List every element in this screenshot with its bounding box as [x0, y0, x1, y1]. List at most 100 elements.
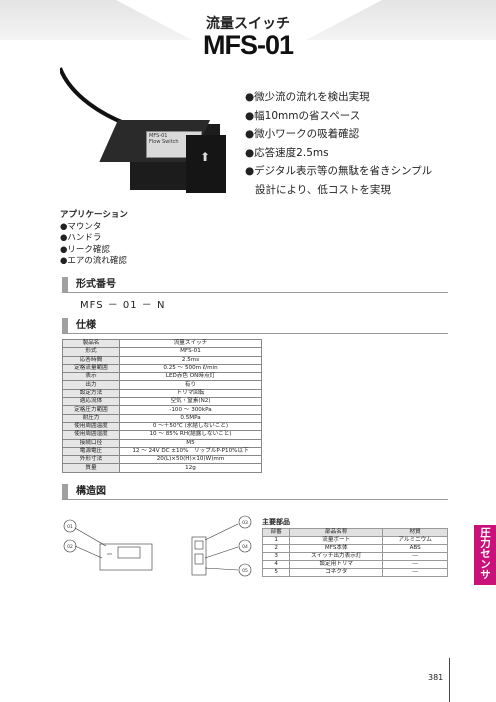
feature-item: ●デジタル表示等の無駄を省きシンプル [245, 165, 433, 177]
page-number: 381 [428, 673, 444, 682]
section-title: 仕様 [76, 320, 96, 331]
spec-key: 接続口径 [62, 438, 120, 448]
spec-value: 2.5ms [119, 355, 262, 365]
spec-value: -100 ～ 300kPa [119, 405, 262, 415]
parts-cell: 1 [261, 536, 291, 545]
spec-value: 10 ～ 85% RH(結露しないこと) [119, 430, 262, 440]
sensor-label-model: MFS-01 [149, 133, 168, 139]
spec-row: 出力有り [62, 380, 262, 390]
parts-header-cell: 材質 [382, 528, 448, 537]
spec-value: 20(L)×50(H)×10(W)mm [119, 455, 262, 465]
parts-cell: 4 [261, 560, 291, 569]
spec-value: LED赤色 ON時点灯 [119, 372, 262, 382]
feature-item-continued: 設計により、低コストを実現 [255, 183, 391, 196]
spec-key: 製品名 [62, 338, 120, 349]
spec-key: 定格圧力範囲 [62, 405, 120, 415]
feature-item: ●応答速度2.5ms [245, 146, 329, 159]
parts-cell: 2 [261, 544, 291, 553]
spec-row: 適応流体空気・窒素(N2) [62, 397, 262, 407]
application-item: ●リーク確認 [60, 244, 110, 255]
structure-diagram: 01 02 03 04 05 [63, 515, 252, 577]
feature-item: ●微小ワークの吸着確認 [245, 128, 360, 140]
callout-label: 03 [242, 520, 248, 526]
section-heading-model: 形式番号 [62, 277, 448, 293]
application-item: ●ハンドラ [60, 233, 102, 243]
parts-cell: ― [382, 552, 448, 561]
parts-cell: 設定用トリマ [289, 560, 384, 569]
header-triangle [116, 0, 382, 70]
parts-cell: MFS本体 [289, 544, 384, 553]
sensor-port-block [186, 135, 226, 193]
section-bar [62, 318, 68, 333]
spec-value: 12 ～ 24V DC ±10% リップルP-P10%以下 [119, 446, 262, 457]
parts-cell: ― [382, 560, 448, 569]
sensor-label-text: Flow Switch [149, 139, 179, 145]
spec-value: トリマ回転 [119, 388, 262, 399]
application-item: ●エアの流れ確認 [60, 256, 127, 266]
section-bar [62, 484, 68, 499]
application-list: アプリケーション ●マウンタ ●ハンドラ ●リーク確認 ●エアの流れ確認 [60, 210, 128, 268]
callout-label: 04 [242, 544, 248, 550]
spec-key: 設定方法 [62, 388, 120, 399]
spec-row: 定格圧力範囲-100 ～ 300kPa [62, 405, 262, 415]
section-title: 形式番号 [76, 279, 116, 290]
feature-item: ●微少流の流れを検出実現 [245, 91, 370, 103]
parts-cell: コネクタ [289, 568, 384, 577]
parts-cell: アルミニウム [382, 536, 448, 545]
flow-arrow-icon: ⬆ [200, 150, 211, 164]
section-heading-spec: 仕様 [62, 318, 448, 334]
spec-key: 形式 [62, 347, 120, 357]
spec-value: MFS-01 [119, 347, 262, 357]
spec-row: 製品名流量スイッチ [62, 338, 262, 349]
callout-label: 01 [67, 524, 73, 530]
spec-value: 有り [119, 380, 262, 390]
parts-cell: 5 [261, 568, 291, 577]
page-title: MFS-01 [202, 30, 294, 60]
spec-row: 設定方法トリマ回転 [62, 388, 262, 399]
section-heading-structure: 構造図 [62, 484, 448, 500]
spec-key: 外形寸法 [62, 455, 120, 465]
parts-cell: 流量ポート [289, 536, 384, 545]
side-category-label: 圧力センサ [479, 527, 491, 580]
page-divider [449, 658, 450, 702]
spec-value: 0.5MPa [119, 413, 262, 423]
spec-key: 出力 [62, 380, 120, 390]
parts-cell: ― [382, 568, 448, 577]
spec-value: 0 ～＋50℃ (氷結しないこと) [119, 421, 262, 432]
parts-header-row: 部番 部品名称 材質 [261, 528, 448, 537]
spec-key: 表示 [62, 372, 120, 382]
spec-key: 使用周囲湿度 [62, 430, 120, 440]
parts-cell: ABS [382, 544, 448, 553]
spec-value: 12g [119, 463, 262, 473]
side-category-tab[interactable] [474, 525, 496, 585]
spec-key: 適応流体 [62, 397, 120, 407]
spec-key: 電源電圧 [62, 446, 120, 457]
parts-cell: スイッチ出力表示灯 [289, 552, 384, 561]
model-code: MFS － 01 － N [80, 300, 166, 311]
spec-key: 質量 [62, 463, 120, 473]
feature-item: ●幅10mmの省スペース [245, 109, 361, 122]
spec-key: 定格流量範囲 [62, 363, 120, 374]
feature-list: ●微少流の流れを検出実現 ●幅10mmの省スペース ●微小ワークの吸着確認 ●応… [245, 88, 485, 199]
parts-cell: 3 [261, 552, 291, 561]
parts-header-cell: 部品名称 [289, 528, 384, 537]
spec-key: 使用周囲温度 [62, 421, 120, 432]
spec-value: 流量スイッチ [119, 338, 262, 349]
product-category: 流量スイッチ [206, 16, 290, 32]
section-bar [62, 277, 68, 292]
